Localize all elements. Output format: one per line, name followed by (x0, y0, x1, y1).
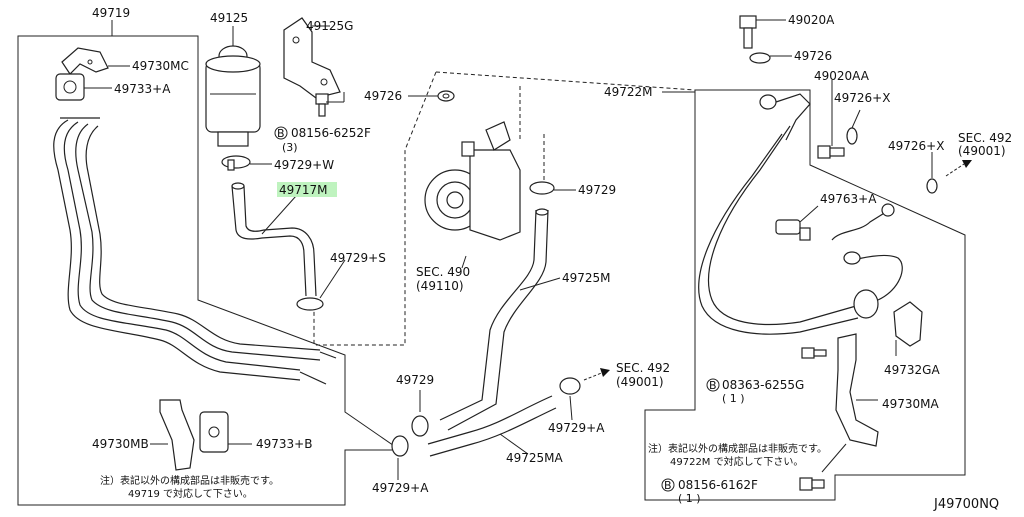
bolt-08156-6252f[interactable] (315, 92, 345, 117)
bracket-49125g[interactable] (283, 17, 341, 99)
label-49717m[interactable]: 49717M (279, 183, 328, 197)
label-49729a-bottom[interactable]: 49729+A (372, 481, 429, 495)
label-49725ma[interactable]: 49725MA (506, 451, 564, 465)
frame-49722m (644, 89, 966, 501)
washer-49726-top[interactable] (749, 52, 792, 64)
label-49730mb[interactable]: 49730MB (92, 437, 149, 451)
pump-frame-dashed (313, 71, 696, 346)
label-49763a[interactable]: 49763+A (820, 192, 877, 206)
label-49729a-right[interactable]: 49729+A (548, 421, 605, 435)
arrow-sec492-right (945, 160, 972, 177)
label-08363-6255g[interactable]: B 08363-6255G ( 1 ) (706, 378, 804, 405)
frame-49719 (17, 20, 402, 506)
label-08156-6162f-qty: ( 1 ) (678, 492, 701, 505)
note-right-line1: 注）表記以外の構成部品は非販売です。 (648, 442, 827, 455)
clamp-49729s[interactable] (296, 259, 346, 311)
bolt-08156-6162f[interactable] (799, 443, 847, 491)
cooler-tube-bundle[interactable] (53, 117, 337, 385)
reservoir-49125[interactable] (205, 26, 261, 147)
bolt-mark: B (277, 127, 285, 140)
label-49729w[interactable]: 49729+W (274, 158, 334, 172)
note-left-line2: 49719 で対応して下さい。 (128, 487, 253, 500)
label-49125g[interactable]: 49125G (306, 19, 353, 33)
switch-49763a[interactable] (775, 205, 819, 241)
hose-49717m[interactable] (231, 182, 317, 297)
hose-49725ma[interactable] (427, 395, 557, 457)
label-sec492-mid[interactable]: SEC. 492 (616, 361, 670, 375)
bolt-mark: B (664, 479, 672, 492)
clamp-49729-low[interactable] (411, 390, 429, 437)
label-49730ma[interactable]: 49730MA (882, 397, 940, 411)
label-49730mc[interactable]: 49730MC (132, 59, 189, 73)
label-49020a[interactable]: 49020A (788, 13, 835, 27)
label-49722m[interactable]: 49722M (604, 85, 653, 99)
label-49729-low[interactable]: 49729 (396, 373, 434, 387)
label-sec492-mid-ref: (49001) (616, 375, 664, 389)
label-08363-6255g-qty: ( 1 ) (722, 392, 745, 405)
label-49726x-top[interactable]: 49726+X (834, 91, 890, 105)
label-sec490-ref: (49110) (416, 279, 464, 293)
label-49732ga[interactable]: 49732GA (884, 363, 940, 377)
clamp-49729a-right[interactable] (559, 377, 581, 421)
rubber-49733a[interactable] (55, 73, 112, 101)
pump-sec490[interactable] (424, 121, 521, 269)
label-49729-mid[interactable]: 49729 (578, 183, 616, 197)
hose-49722m[interactable] (698, 93, 903, 335)
bolt-08363-6255g[interactable] (801, 347, 827, 359)
label-49725m[interactable]: 49725M (562, 271, 611, 285)
label-08156-6252f-text[interactable]: 08156-6252F (291, 126, 371, 140)
bolt-49020a[interactable] (739, 15, 786, 49)
label-08156-6162f[interactable]: B 08156-6162F ( 1 ) (661, 478, 758, 505)
label-sec492-right-ref: (49001) (958, 144, 1006, 158)
clamp-49729-mid[interactable] (529, 181, 576, 195)
label-sec490[interactable]: SEC. 490 (416, 265, 470, 279)
label-08156-6162f-text[interactable]: 08156-6162F (678, 478, 758, 492)
label-08156-6252f-qty: (3) (282, 141, 298, 154)
arrow-sec492-mid (583, 368, 610, 381)
bracket-49732ga[interactable] (893, 301, 923, 356)
bracket-49730mb[interactable] (150, 399, 195, 471)
note-right-line2: 49722M で対応して下さい。 (670, 455, 803, 468)
highlight-49717m (277, 182, 337, 197)
label-sec492-right[interactable]: SEC. 492 (958, 131, 1012, 145)
diagram-reference: J49700NQ (933, 497, 999, 512)
bolt-49020aa[interactable] (817, 80, 845, 159)
label-49726-top[interactable]: 49726 (794, 49, 832, 63)
label-08363-6255g-text[interactable]: 08363-6255G (722, 378, 804, 392)
washer-49726x-right[interactable] (926, 152, 938, 194)
label-49729s[interactable]: 49729+S (330, 251, 386, 265)
label-49719[interactable]: 49719 (92, 6, 130, 20)
hose-49725m[interactable] (439, 208, 561, 431)
bracket-49730mc[interactable] (61, 47, 130, 75)
bolt-mark: B (709, 379, 717, 392)
label-08156-6252f[interactable]: B 08156-6252F (3) (274, 126, 371, 154)
bracket-49730ma[interactable] (835, 333, 879, 447)
rubber-49733b[interactable] (199, 411, 252, 453)
label-49020aa[interactable]: 49020AA (814, 69, 870, 83)
washer-49726x-top[interactable] (846, 109, 861, 145)
label-49733b[interactable]: 49733+B (256, 437, 312, 451)
label-49726x-right[interactable]: 49726+X (888, 139, 944, 153)
label-49726-mid[interactable]: 49726 (364, 89, 402, 103)
label-49733a[interactable]: 49733+A (114, 82, 171, 96)
washer-49726-mid[interactable] (437, 90, 455, 102)
pipe-fittings[interactable] (831, 203, 895, 265)
label-49125[interactable]: 49125 (210, 11, 248, 25)
note-left-line1: 注）表記以外の構成部品は非販売です。 (100, 474, 279, 487)
clamp-49729w[interactable] (221, 155, 272, 171)
clamp-49729a-bottom[interactable] (391, 435, 409, 480)
